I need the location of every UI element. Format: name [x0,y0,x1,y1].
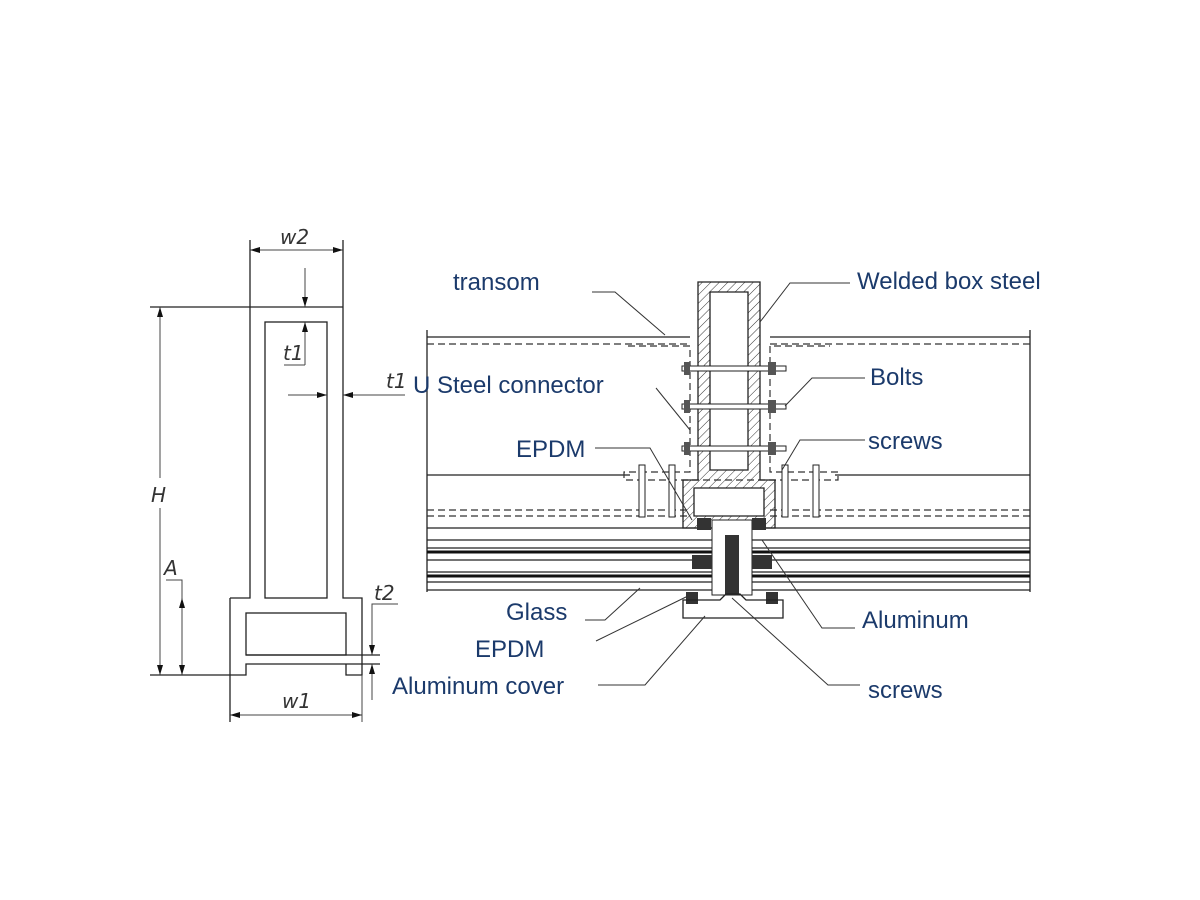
t2-label: t2 [374,581,395,605]
label-welded-box-steel: Welded box steel [857,268,1041,295]
label-bolts: Bolts [870,364,923,391]
welded-box-steel [682,281,776,529]
label-epdm-lower: EPDM [475,636,544,663]
label-u-steel-connector: U Steel connector [413,372,604,399]
inner-cavity-upper [264,321,328,599]
aluminum-profile [686,518,778,604]
label-glass: Glass [506,599,567,626]
epdm-gasket-upper-left [697,518,711,530]
epdm-gasket-upper-right [752,518,766,530]
aluminum-cover [682,593,784,619]
mullion-section-drawing: w2 t1 t1 H A t2 w1 [150,225,407,722]
t1-top-label: t1 [283,341,304,365]
t2-arrow-top [369,603,398,655]
transom-outline [426,330,1031,592]
section-outline [150,240,380,722]
H-label: H [151,483,166,507]
epdm-gasket-lower-right [766,592,778,604]
label-transom: transom [453,269,540,296]
w2-label: w2 [280,225,309,249]
joint-detail-drawing [426,281,1031,619]
glass-panes [427,527,1030,591]
bolts [681,362,787,455]
inner-cavity-lower [245,612,347,656]
label-aluminum: Aluminum [862,607,969,634]
epdm-gasket-lower-left [686,592,698,604]
w1-label: w1 [282,689,311,713]
t1-side-label: t1 [386,369,407,393]
label-aluminum-cover: Aluminum cover [392,673,564,700]
leader-lines [585,282,865,686]
label-epdm-upper: EPDM [516,436,585,463]
A-label: A [162,556,178,580]
component-labels: transom Welded box steel U Steel connect… [392,268,1041,704]
A-leader [166,579,183,598]
label-screws-upper: screws [868,428,943,455]
label-screws-lower: screws [868,677,943,704]
